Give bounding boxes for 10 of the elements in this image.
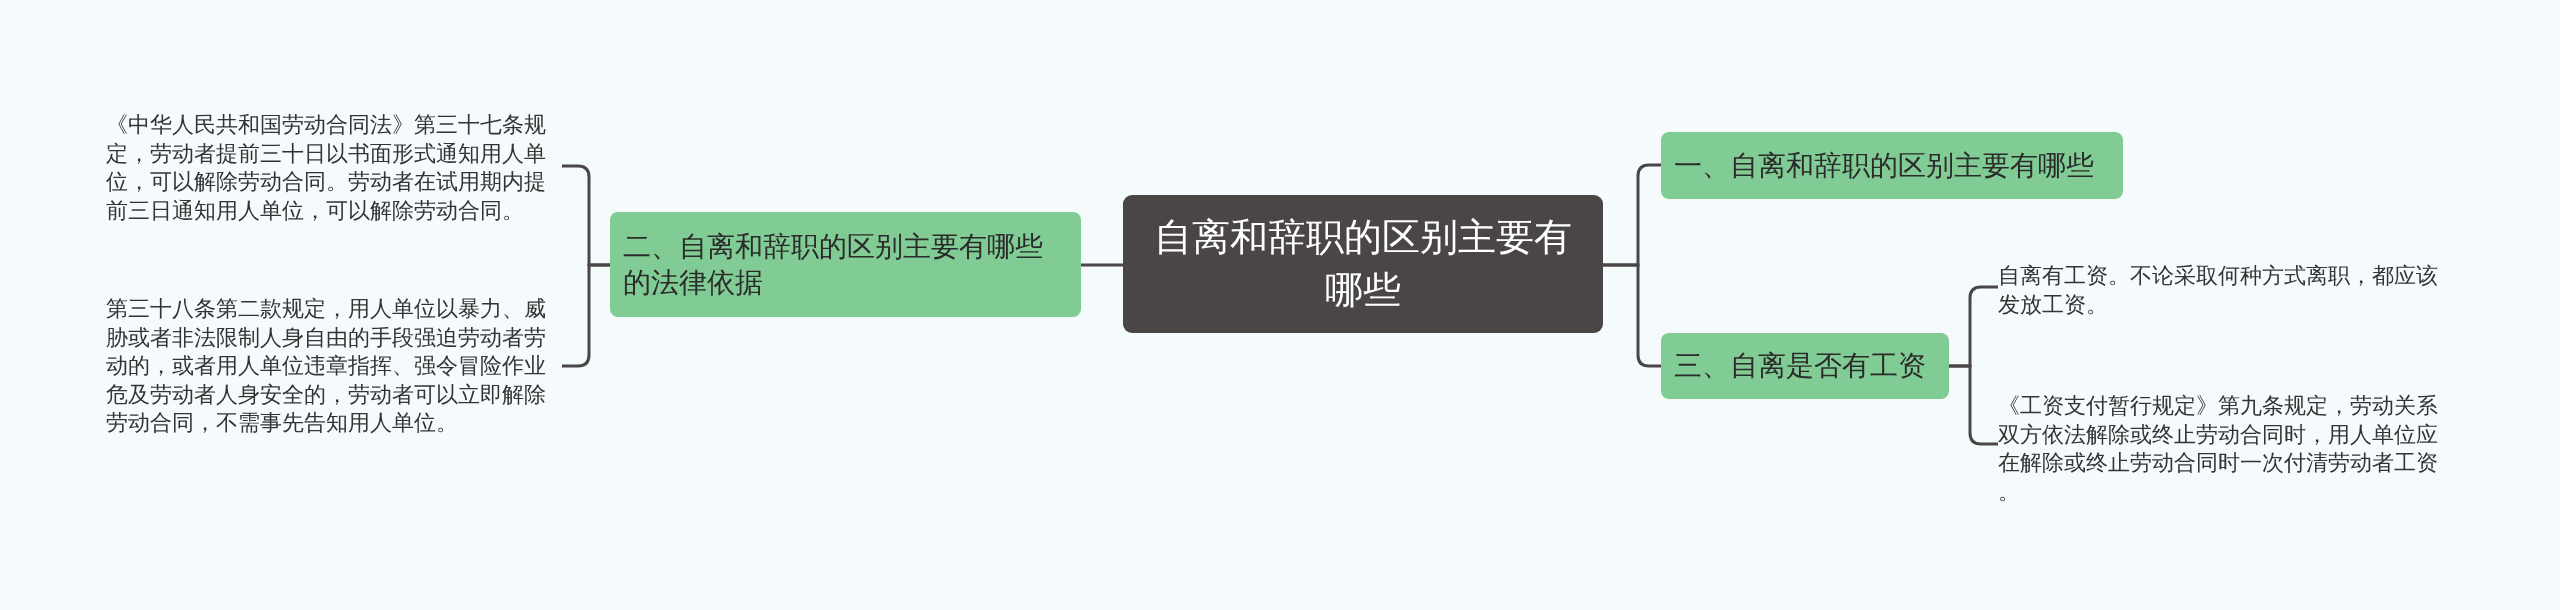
note-text: 自离有工资。不论采取何种方式离职，都应该发放工资。 xyxy=(1998,261,2454,319)
topic-box: 一、自离和辞职的区别主要有哪些 xyxy=(1661,132,2123,199)
central-topic-box: 自离和辞职的区别主要有哪些 xyxy=(1123,195,1603,333)
connector-line xyxy=(1603,263,1661,368)
note-text: 第三十八条第二款规定，用人单位以暴力、威胁或者非法限制人身自由的手段强迫劳动者劳动的，或者用人单位违章指挥、强令冒险作业危及劳动者人身安全的，劳动者可以立即解除劳动合同，不需事先告知用人单位。 xyxy=(106,294,562,437)
note-text: 《工资支付暂行规定》第九条规定，劳动关系双方依法解除或终止劳动合同时，用人单位应在解除或终止劳动合同时一次付清劳动者工资。 xyxy=(1998,391,2454,506)
connector-line xyxy=(1081,263,1123,267)
note-text: 《中华人民共和国劳动合同法》第三十七条规定，劳动者提前三十日以书面形式通知用人单位，可以解除劳动合同。劳动者在试用期内提前三日通知用人单位，可以解除劳动合同。 xyxy=(106,110,562,225)
topic-box: 二、自离和辞职的区别主要有哪些的法律依据 xyxy=(610,212,1081,317)
topic-box: 三、自离是否有工资 xyxy=(1661,333,1949,399)
